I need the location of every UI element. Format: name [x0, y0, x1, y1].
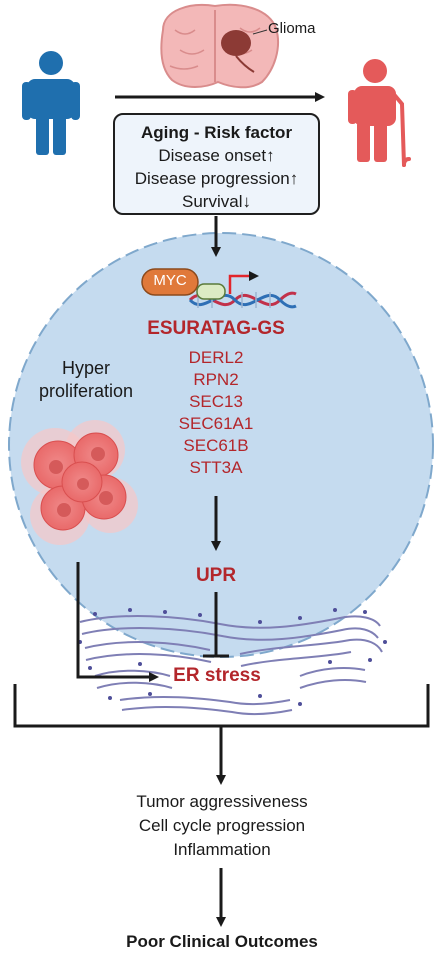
outcomes-list: Tumor aggressiveness Cell cycle progress…	[72, 790, 372, 862]
promoter-arrow-icon	[228, 271, 259, 294]
hyper-to-er-arrow	[76, 562, 159, 682]
aging-risk-box: Aging - Risk factor Disease onset↑ Disea…	[113, 113, 320, 215]
risk-line-progression: Disease progression↑	[134, 169, 299, 188]
young-person-icon	[22, 51, 80, 155]
outcome-cell-cycle: Cell cycle progression	[138, 816, 306, 835]
gene-list: DERL2 RPN2 SEC13 SEC61A1 SEC61B STT3A	[161, 347, 271, 479]
tumor-cells-icon	[21, 420, 138, 545]
er-stress-label: ER stress	[173, 665, 261, 686]
glioma-pointer	[252, 29, 268, 35]
brain-icon	[160, 3, 280, 89]
signature-title: ESURATAG-GS	[147, 318, 285, 339]
hyper-label-line1: Hyper	[61, 358, 110, 378]
convergence-bracket	[13, 684, 430, 728]
gene-sec61a1: SEC61A1	[178, 414, 254, 433]
myc-label: MYC	[153, 272, 187, 289]
hyper-label-line2: proliferation	[38, 381, 134, 401]
outcome-tumor-aggressiveness: Tumor aggressiveness	[136, 792, 308, 811]
gene-rpn2: RPN2	[193, 370, 239, 389]
gene-derl2: DERL2	[188, 348, 244, 367]
outcome-inflammation: Inflammation	[173, 840, 271, 859]
risk-line-onset: Disease onset↑	[158, 146, 275, 165]
glioma-label: Glioma	[268, 20, 316, 37]
er-membrane-icon	[79, 615, 383, 716]
myc-box	[141, 268, 199, 296]
final-outcome-label: Poor Clinical Outcomes	[126, 932, 318, 951]
old-person-icon	[348, 59, 411, 167]
dna-icon	[188, 271, 297, 309]
ribosome-dots	[78, 608, 387, 706]
hyper-proliferation-label: Hyper proliferation	[26, 357, 146, 403]
gene-sec61b: SEC61B	[183, 436, 249, 455]
upr-label: UPR	[195, 565, 237, 586]
gene-sec13: SEC13	[189, 392, 243, 411]
binding-box	[196, 283, 226, 300]
glioma-tumor-icon	[221, 30, 251, 56]
gene-stt3a: STT3A	[189, 458, 243, 477]
risk-line-survival: Survival↓	[182, 192, 251, 211]
risk-box-title: Aging - Risk factor	[140, 123, 293, 142]
